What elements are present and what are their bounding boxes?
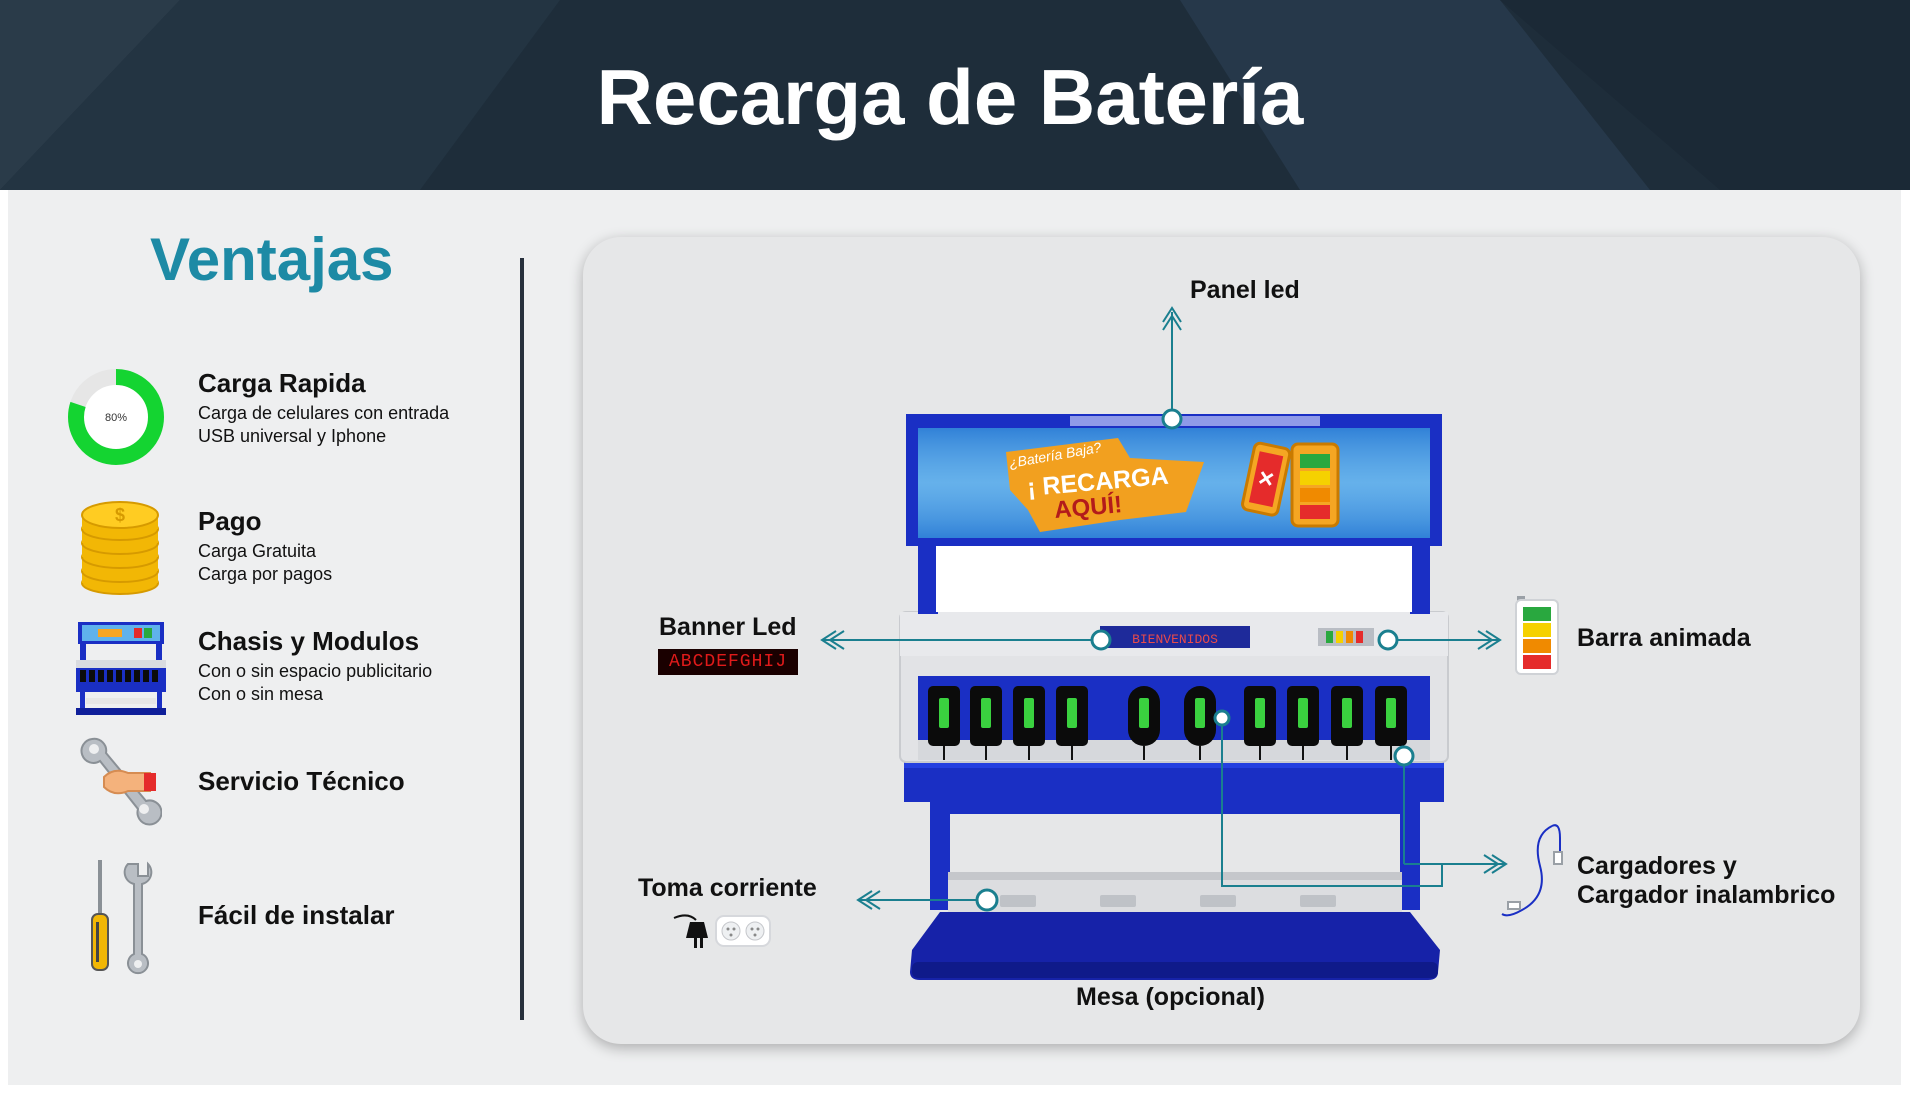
kiosk-ticker-text: BIENVENIDOS <box>1132 632 1218 647</box>
wrench-hand-icon <box>80 737 162 826</box>
screwdriver-wrench-icon <box>91 860 153 975</box>
ventaja-title-carga-rapida: Carga Rapida <box>198 368 366 398</box>
label-cargadores: Cargadores y Cargador inalambrico <box>1577 852 1835 910</box>
label-barra-animada: Barra animada <box>1577 624 1751 652</box>
progress-ring-icon: 80% <box>68 369 164 465</box>
page-title: Recarga de Batería <box>596 53 1304 141</box>
ventajas-heading: Ventajas <box>150 226 394 293</box>
ventaja-desc-pago: Carga Gratuita Carga por pagos <box>198 540 332 586</box>
label-mesa: Mesa (opcional) <box>1076 983 1265 1011</box>
charging-slot <box>1056 686 1088 760</box>
charging-slot <box>1331 686 1363 760</box>
battery-low-icon: × <box>1241 441 1292 517</box>
charging-slot <box>1375 686 1407 760</box>
ventaja-desc-carga-rapida: Carga de celulares con entrada USB unive… <box>198 402 449 448</box>
header-banner: Recarga de Batería <box>0 0 1910 190</box>
label-panel-led: Panel led <box>1190 276 1300 304</box>
desc-line: USB universal y Iphone <box>198 426 387 446</box>
desc-line: Carga por pagos <box>198 564 333 584</box>
label-cargadores-line1: Cargadores y <box>1577 852 1737 880</box>
banner-led-sample: ABCDEFGHIJ <box>658 649 798 675</box>
coin-stack-icon: $ <box>81 501 159 595</box>
charging-slot <box>970 686 1002 760</box>
ticker-bar: BIENVENIDOS <box>900 612 1448 656</box>
mesa-table <box>910 800 1440 980</box>
ventaja-title-chasis: Chasis y Modulos <box>198 626 420 656</box>
ventaja-title-facil: Fácil de instalar <box>198 900 395 930</box>
battery-full-icon <box>1290 442 1340 528</box>
progress-ring-label: 80% <box>105 412 127 424</box>
charging-slot <box>1013 686 1045 760</box>
desc-line: Con o sin espacio publicitario <box>198 661 433 681</box>
battery-bar-icon <box>1515 596 1559 675</box>
charging-slot <box>1128 686 1160 760</box>
charging-slots <box>928 686 1407 760</box>
plug-outlet-icon <box>673 914 771 948</box>
charging-slot <box>1287 686 1319 760</box>
charging-slot <box>1244 686 1276 760</box>
panel-led-screen: ¿Batería Baja? ¡ RECARGA AQUÍ! × <box>906 414 1442 546</box>
connector-nodes <box>975 408 1415 912</box>
ad-big-text-2: AQUÍ! <box>1053 490 1123 524</box>
ventaja-title-servicio: Servicio Técnico <box>198 766 405 796</box>
connector-lines <box>820 306 1508 910</box>
header-background-shapes <box>0 0 1910 190</box>
charging-slot <box>928 686 960 760</box>
usb-cable-icon <box>1501 824 1563 917</box>
kiosk-thumbnail-icon <box>76 622 166 715</box>
ventaja-title-pago: Pago <box>198 506 262 536</box>
label-toma-corriente: Toma corriente <box>638 874 817 902</box>
svg-text:$: $ <box>115 505 125 525</box>
desc-line: Carga de celulares con entrada <box>198 403 450 423</box>
desc-line: Carga Gratuita <box>198 541 317 561</box>
ventaja-desc-chasis: Con o sin espacio publicitario Con o sin… <box>198 660 432 706</box>
label-banner-led: Banner Led <box>659 613 797 641</box>
label-cargadores-line2: Cargador inalambrico <box>1577 881 1836 909</box>
desc-line: Con o sin mesa <box>198 684 324 704</box>
charging-slot <box>1184 686 1216 760</box>
svg-text:×: × <box>1256 462 1277 495</box>
vertical-divider <box>520 258 524 1020</box>
